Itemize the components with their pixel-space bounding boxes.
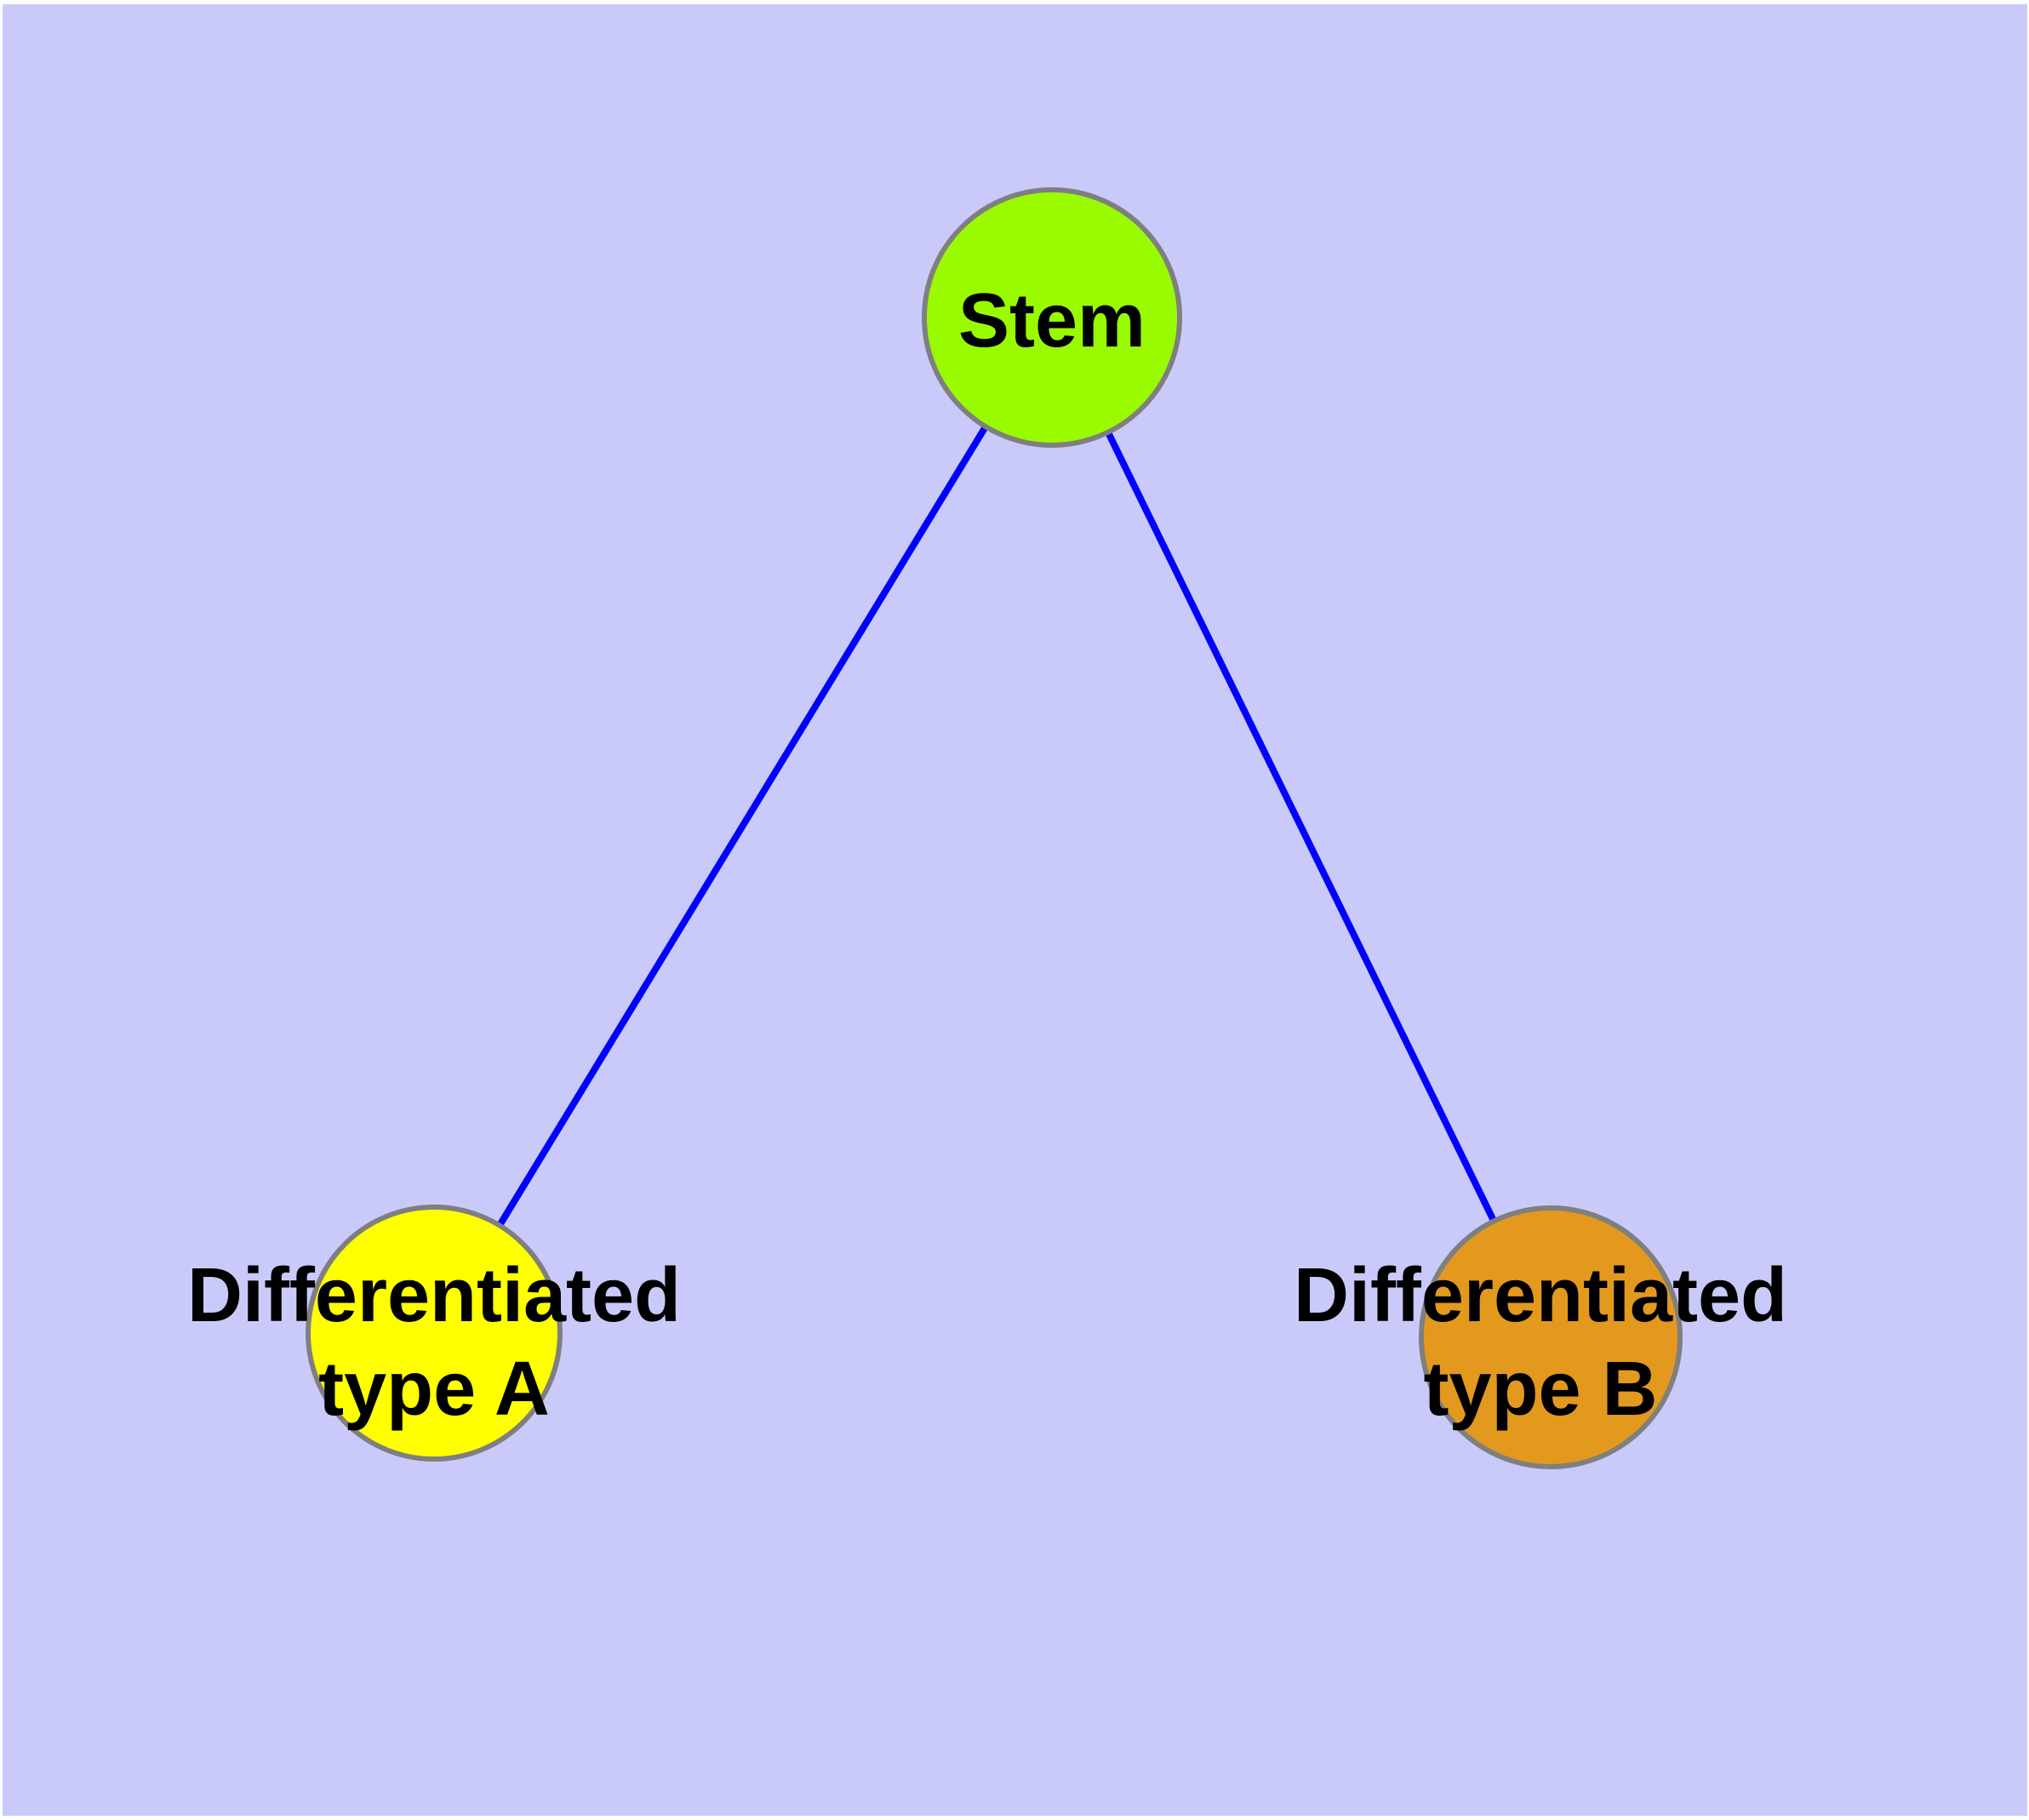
node-type-a-label-line1: Differentiated	[187, 1253, 681, 1338]
node-stem	[922, 187, 1182, 448]
node-type-b-label-line2: type B	[1423, 1347, 1657, 1432]
edge-stem-to-type-a	[431, 315, 1055, 1336]
node-type-a-label-line2: type A	[318, 1347, 550, 1432]
edge-stem-to-type-b	[1049, 316, 1554, 1339]
node-stem-label: Stem	[958, 278, 1146, 363]
node-differentiated-type-a	[306, 1205, 563, 1462]
node-type-b-label-line1: Differentiated	[1294, 1253, 1787, 1338]
node-differentiated-type-b	[1419, 1205, 1683, 1469]
